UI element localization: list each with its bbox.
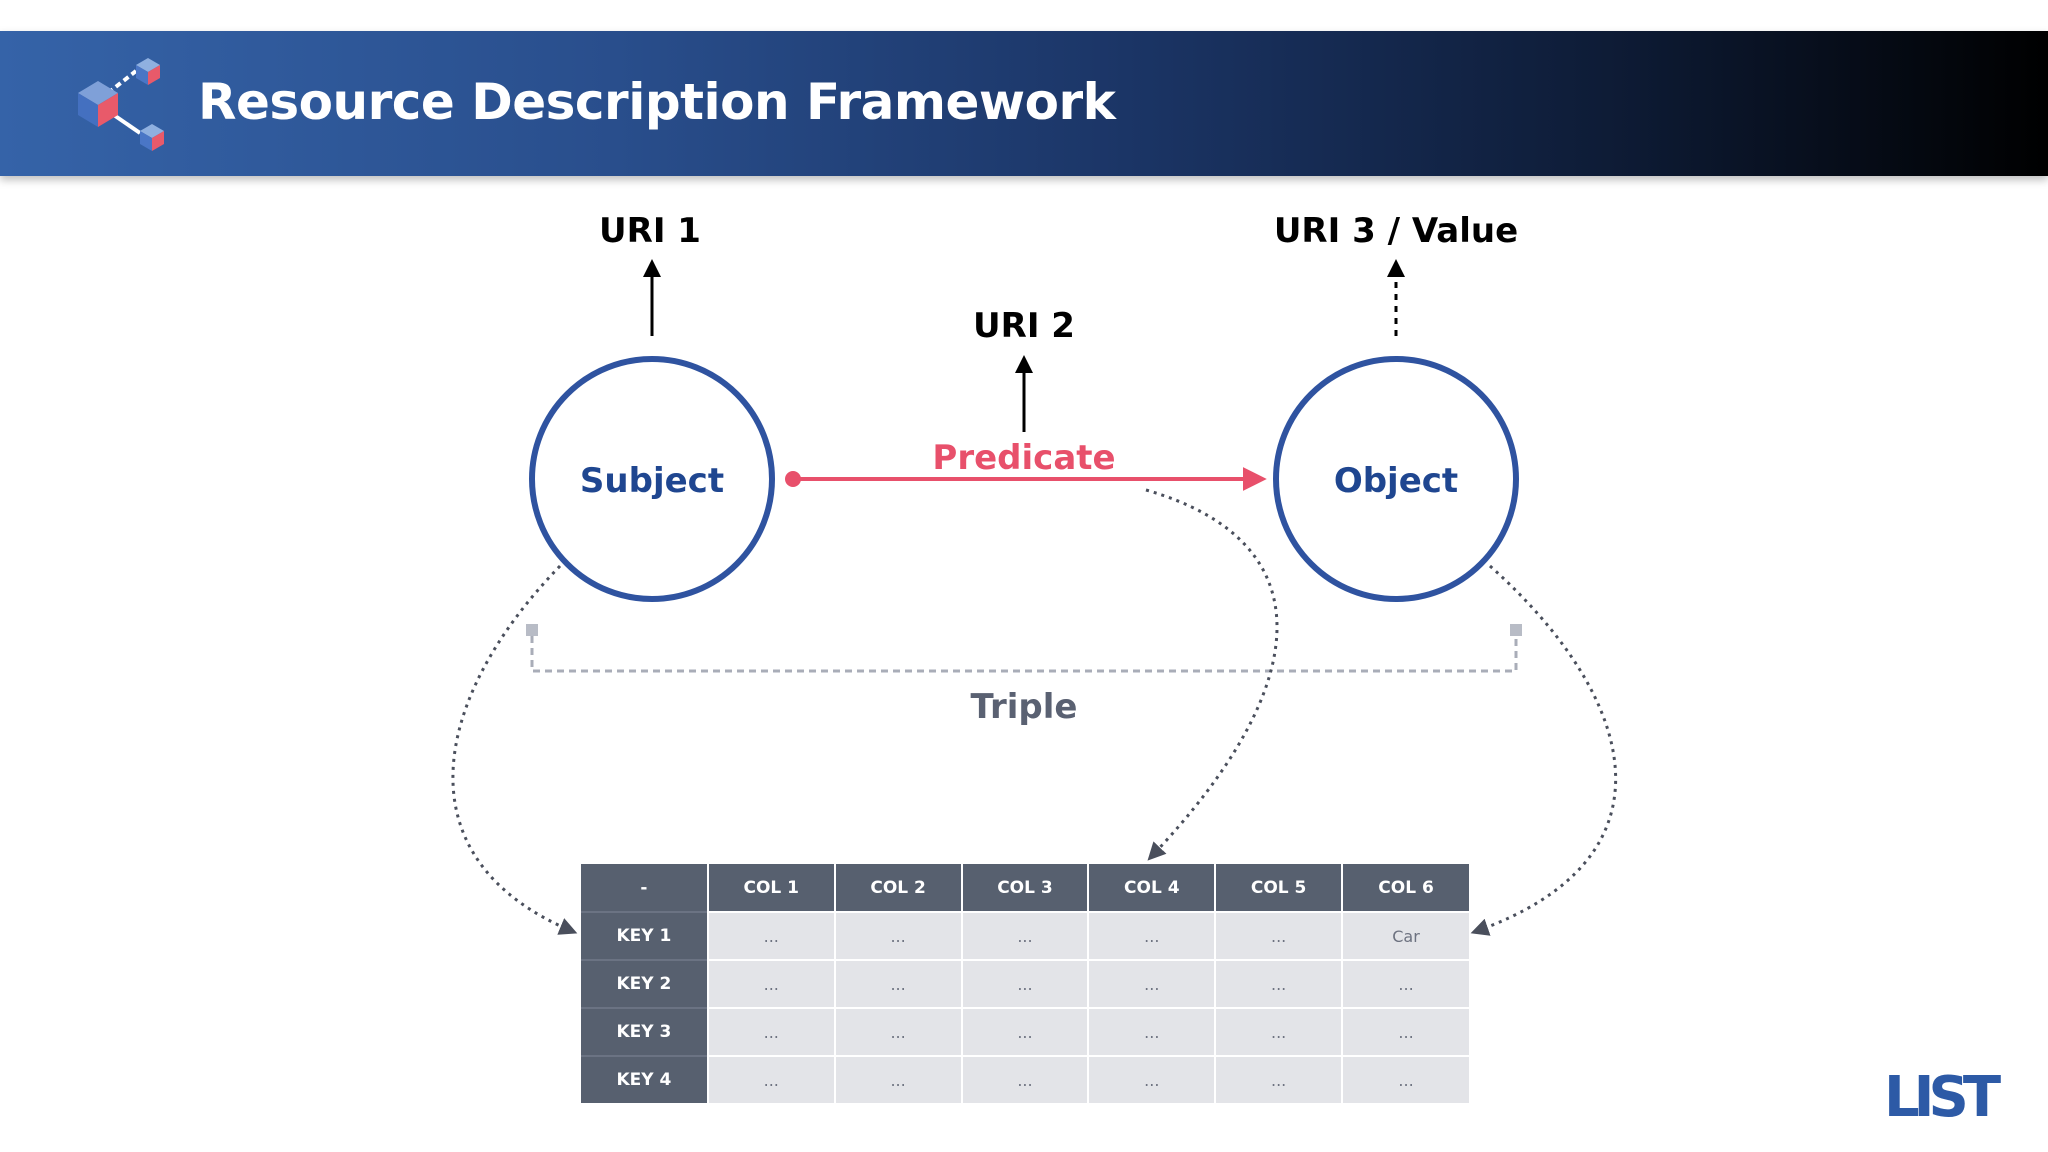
table-cell: Car bbox=[1342, 911, 1469, 960]
table-cell: ... bbox=[834, 1007, 963, 1056]
uri-3-label: URI 3 / Value bbox=[1274, 211, 1518, 251]
table-row: KEY 4 ... ... ... ... ... ... bbox=[581, 1055, 1469, 1103]
table-row: KEY 1 ... ... ... ... ... Car bbox=[581, 911, 1469, 960]
row-key: KEY 3 bbox=[581, 1007, 709, 1056]
table-cell: ... bbox=[707, 959, 836, 1008]
list-logo: LIST bbox=[1884, 1066, 2007, 1122]
page-title: Resource Description Framework bbox=[198, 73, 1116, 131]
table-cell: ... bbox=[707, 1055, 836, 1103]
table-header-row: - COL 1 COL 2 COL 3 COL 4 COL 5 COL 6 bbox=[581, 864, 1469, 912]
uri-2-label: URI 2 bbox=[973, 306, 1075, 346]
table-cell: ... bbox=[961, 1055, 1090, 1103]
table-cell: ... bbox=[834, 911, 963, 960]
table-cell: ... bbox=[1088, 959, 1217, 1008]
predicate-label: Predicate bbox=[932, 438, 1115, 478]
subject-node bbox=[529, 356, 775, 602]
subject-label: Subject bbox=[580, 461, 724, 501]
predicate-to-column-arrow bbox=[1145, 488, 1279, 861]
uri-1-label: URI 1 bbox=[599, 211, 701, 251]
key-value-table: - COL 1 COL 2 COL 3 COL 4 COL 5 COL 6 KE… bbox=[581, 864, 1469, 1103]
table-cell: ... bbox=[1215, 1055, 1344, 1103]
triple-bracket-left-marker bbox=[526, 624, 538, 636]
triple-bracket bbox=[530, 636, 1518, 673]
table-cell: ... bbox=[707, 1007, 836, 1056]
table-cell: ... bbox=[1342, 1055, 1469, 1103]
column-header: COL 2 bbox=[834, 864, 963, 912]
table-cell: ... bbox=[961, 911, 1090, 960]
table-cell: ... bbox=[1088, 1007, 1217, 1056]
table-cell: ... bbox=[1215, 959, 1344, 1008]
triple-label: Triple bbox=[971, 687, 1078, 727]
column-header: COL 4 bbox=[1088, 864, 1217, 912]
table-cell: ... bbox=[1215, 1007, 1344, 1056]
table-row: KEY 2 ... ... ... ... ... ... bbox=[581, 959, 1469, 1008]
object-node bbox=[1273, 356, 1519, 602]
row-key: KEY 4 bbox=[581, 1055, 709, 1103]
table-cell: ... bbox=[834, 959, 963, 1008]
subject-to-key-arrow bbox=[451, 564, 578, 935]
object-to-value-arrow bbox=[1470, 564, 1618, 936]
table-cell: ... bbox=[834, 1055, 963, 1103]
row-key: KEY 2 bbox=[581, 959, 709, 1008]
table-cell: ... bbox=[961, 1007, 1090, 1056]
triple-bracket-right-marker bbox=[1510, 624, 1522, 636]
column-header: COL 5 bbox=[1215, 864, 1344, 912]
table-cell: ... bbox=[1342, 959, 1469, 1008]
table-cell: ... bbox=[1215, 911, 1344, 960]
column-header: - bbox=[581, 864, 709, 912]
column-header: COL 1 bbox=[707, 864, 836, 912]
table-row: KEY 3 ... ... ... ... ... ... bbox=[581, 1007, 1469, 1056]
row-key: KEY 1 bbox=[581, 911, 709, 960]
table-cell: ... bbox=[1342, 1007, 1469, 1056]
table-cell: ... bbox=[1088, 911, 1217, 960]
svg-text:LIST: LIST bbox=[1884, 1066, 2001, 1122]
table-cell: ... bbox=[1088, 1055, 1217, 1103]
header-banner: Resource Description Framework bbox=[0, 31, 2048, 176]
cubes-network-icon bbox=[78, 58, 164, 151]
column-header: COL 3 bbox=[961, 864, 1090, 912]
column-header: COL 6 bbox=[1342, 864, 1469, 912]
object-label: Object bbox=[1334, 461, 1458, 501]
table-cell: ... bbox=[707, 911, 836, 960]
table-cell: ... bbox=[961, 959, 1090, 1008]
